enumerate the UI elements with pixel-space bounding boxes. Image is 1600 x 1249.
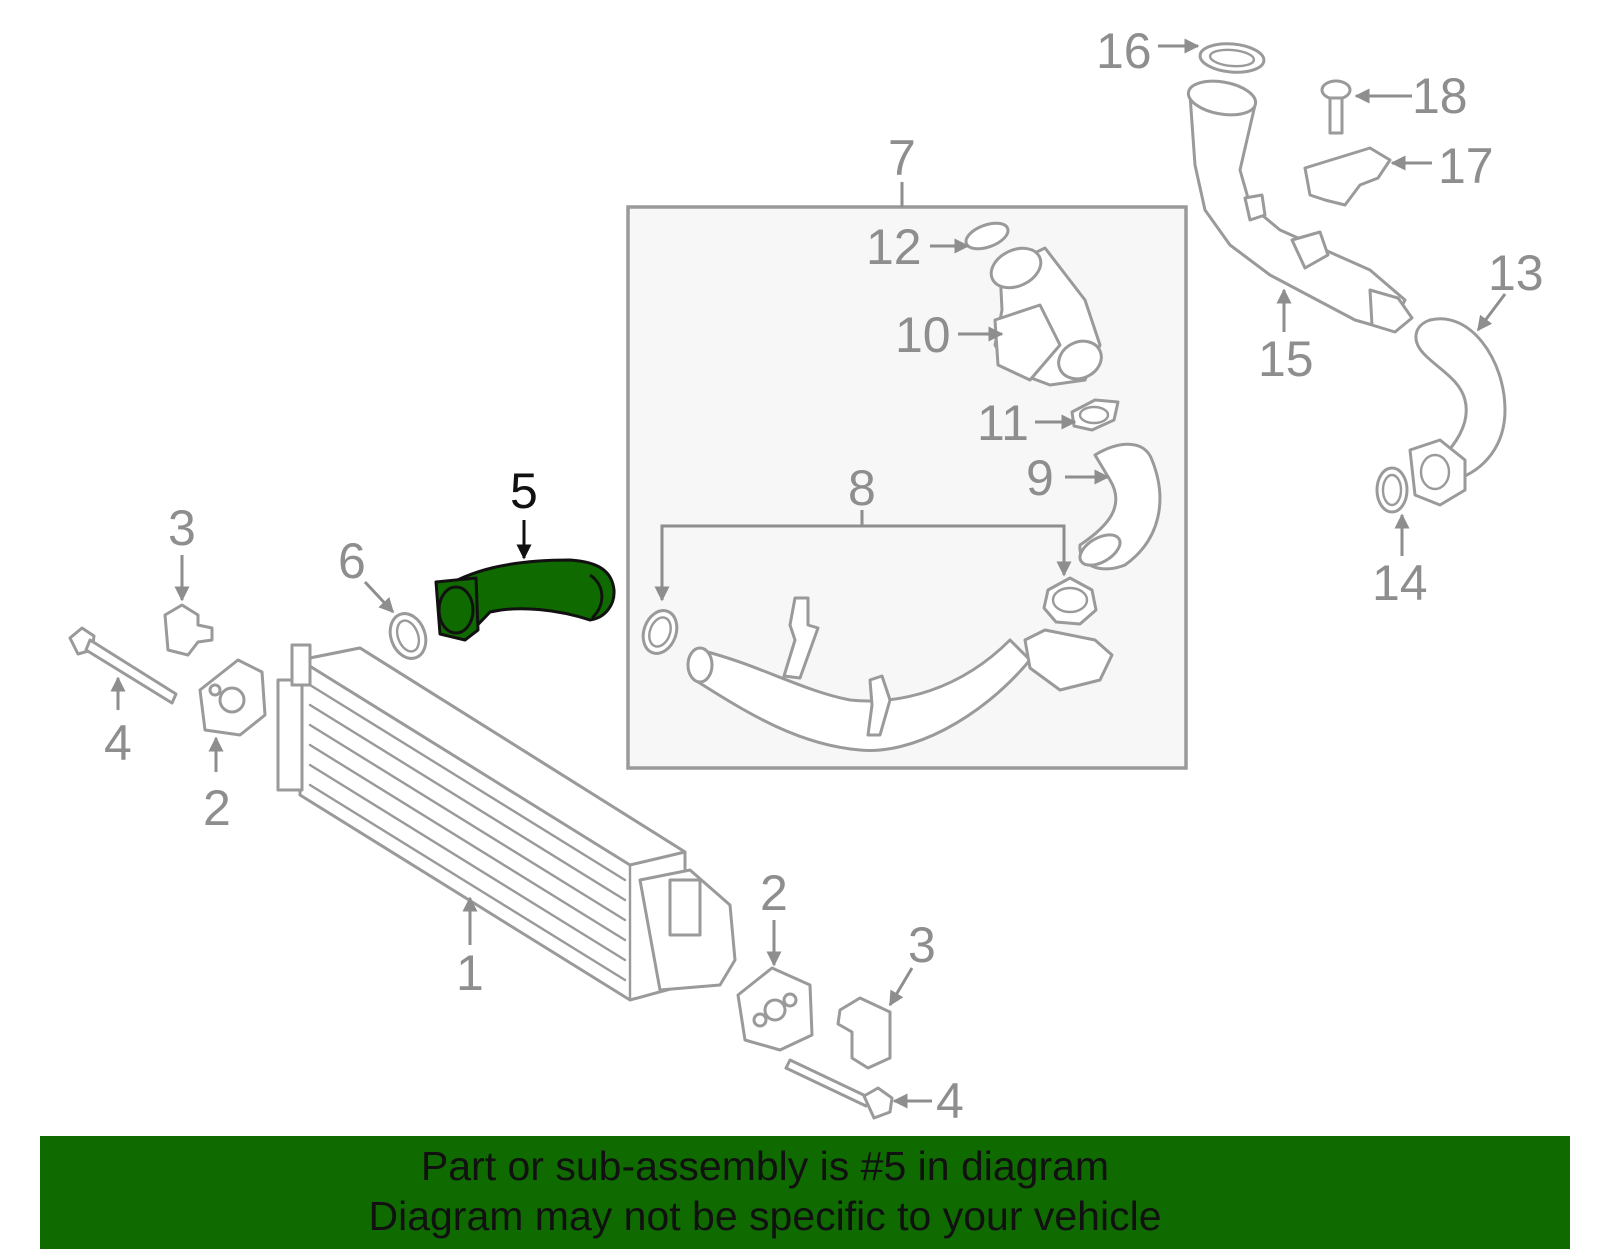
part-17-bracket[interactable] (1303, 146, 1392, 207)
label-part-9: 9 (1026, 450, 1054, 506)
part-18-bolt[interactable] (1320, 79, 1352, 135)
label-part-8: 8 (848, 460, 876, 516)
part-2-bracket-upper[interactable] (198, 658, 267, 737)
part-13-hose[interactable] (1408, 317, 1507, 507)
part-10-housing[interactable] (985, 241, 1108, 387)
info-banner: Part or sub-assembly is #5 in diagram Di… (40, 1136, 1570, 1249)
leader-13 (1476, 293, 1507, 332)
label-part-14: 14 (1372, 555, 1428, 611)
label-part-12: 12 (866, 219, 922, 275)
part-number-labels: 1 2 2 3 3 4 4 5 6 7 8 9 10 11 12 13 14 1… (104, 23, 1544, 1129)
part-8-tube[interactable] (686, 596, 1114, 752)
label-part-7: 7 (888, 130, 916, 186)
label-part-10: 10 (895, 307, 951, 363)
part-4-bolt-lower[interactable] (784, 1058, 894, 1120)
label-part-4b: 4 (936, 1073, 964, 1129)
label-part-15: 15 (1258, 331, 1314, 387)
label-part-1: 1 (456, 945, 484, 1001)
label-part-17: 17 (1438, 138, 1494, 194)
leader-lines (110, 38, 1507, 1109)
banner-line-2: Diagram may not be specific to your vehi… (368, 1193, 1162, 1239)
part-3-clip-lower[interactable] (836, 996, 892, 1070)
part-5-hose-highlighted[interactable] (434, 558, 616, 642)
label-part-18: 18 (1412, 68, 1468, 124)
part-3-clip-upper[interactable] (163, 603, 214, 657)
part-5-hose-body[interactable] (438, 558, 616, 640)
label-part-13: 13 (1488, 245, 1544, 301)
leader-8b (862, 524, 1072, 577)
label-part-3a: 3 (168, 500, 196, 556)
part-6-oring[interactable] (384, 609, 432, 664)
part-9-hose[interactable] (1075, 442, 1162, 571)
leader-6 (363, 580, 395, 614)
label-part-5: 5 (510, 463, 538, 519)
label-part-4a: 4 (104, 715, 132, 771)
part-14-oring[interactable] (1375, 466, 1409, 514)
part-16-gasket[interactable] (1198, 41, 1266, 74)
part-15-pipe[interactable] (1186, 76, 1414, 334)
part-4-bolt-upper[interactable] (68, 626, 178, 705)
label-part-2a: 2 (203, 780, 231, 836)
label-part-11: 11 (977, 395, 1029, 451)
banner-line-1: Part or sub-assembly is #5 in diagram (420, 1143, 1110, 1189)
part-2-bracket-lower[interactable] (736, 966, 814, 1052)
label-part-3b: 3 (908, 917, 936, 973)
part-8-clamp-left[interactable] (637, 606, 682, 658)
leader-8 (654, 510, 864, 602)
leader-3b (888, 967, 914, 1007)
part-8-clamp-right[interactable] (1042, 576, 1098, 626)
label-part-2b: 2 (760, 865, 788, 921)
part-1-intercooler[interactable] (276, 643, 737, 1002)
label-part-16: 16 (1096, 23, 1152, 79)
label-part-6: 6 (338, 533, 366, 589)
